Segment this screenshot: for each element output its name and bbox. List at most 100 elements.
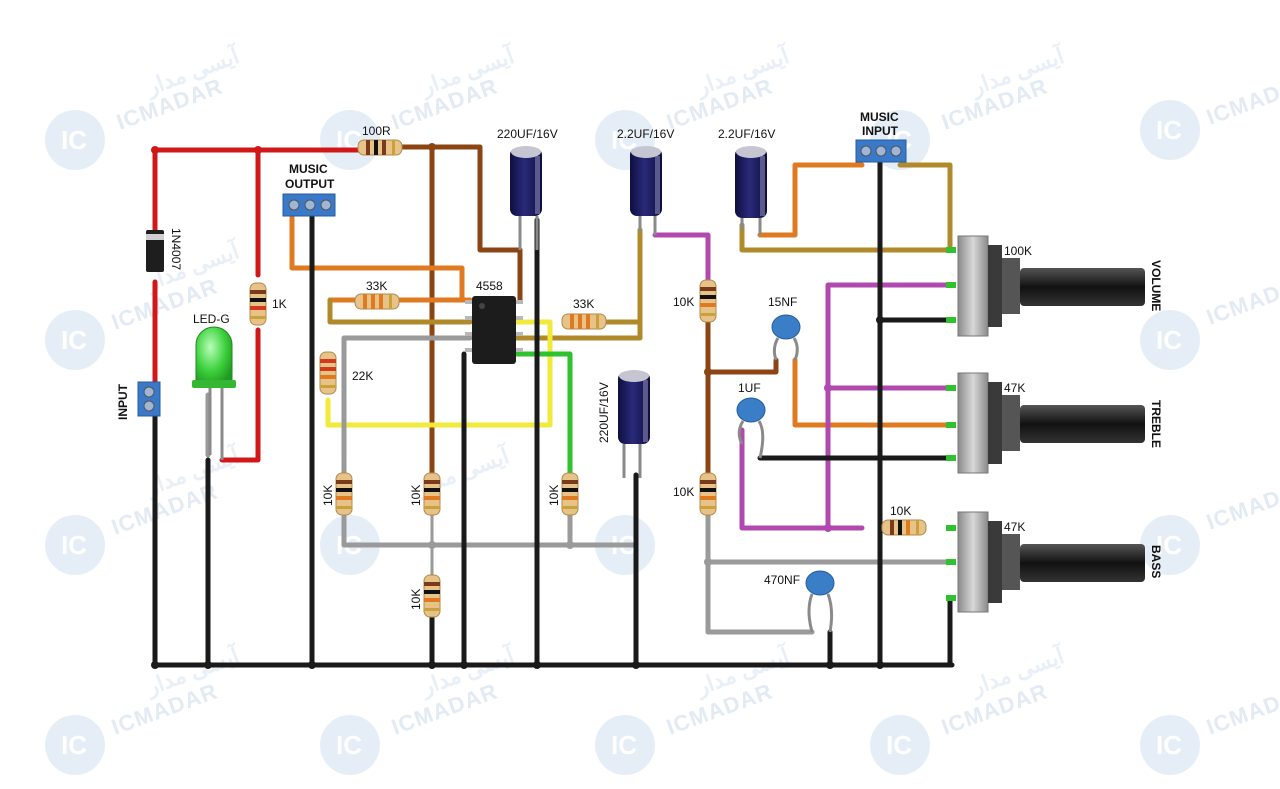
resistor-10k-a-label: 10K (673, 295, 694, 309)
pot-treble-value: 47K (1004, 381, 1025, 395)
music-input-label-1: MUSIC (860, 110, 899, 124)
music-output-label-2: OUTPUT (285, 177, 335, 191)
watermark-text: ICMADAR (1203, 68, 1280, 129)
ic-4558: 4558 (465, 279, 523, 364)
watermark-logo-text: IC (1156, 530, 1182, 560)
resistor-22k: 22K (319, 351, 373, 395)
capacitor-15nf: 15NF (768, 295, 801, 361)
music-input-label-2: INPUT (862, 124, 899, 138)
resistor-1k-label: 1K (272, 297, 287, 311)
watermark-logo-text: IC (1156, 730, 1182, 760)
resistor-33k-a: 33K (354, 279, 400, 310)
resistor-33k-a-label: 33K (366, 279, 387, 293)
resistor-10k-b-label: 10K (321, 485, 335, 506)
wire-gray (705, 509, 815, 635)
input-label: INPUT (116, 383, 130, 420)
junctions (151, 143, 884, 669)
resistor-33k-b: 33K (561, 297, 607, 330)
watermark-logo: IC (45, 310, 105, 370)
pot-volume-value: 100K (1004, 244, 1032, 258)
wire-purple (739, 427, 865, 531)
wire-purple (825, 282, 953, 531)
watermark-logo: IC (320, 715, 380, 775)
wire-gray (341, 472, 639, 548)
potentiometer-treble: 47K TREBLE (957, 372, 1163, 474)
capacitor-220uf-top: 220UF/16V (497, 127, 558, 250)
wire-brown (397, 144, 523, 253)
capacitor-2-2uf-1: 2.2UF/16V (617, 127, 674, 235)
capacitor-2-2uf-1-label: 2.2UF/16V (617, 127, 674, 141)
watermark-logo: IC (45, 110, 105, 170)
capacitor-1uf: 1UF (736, 381, 766, 459)
input-terminal: INPUT (116, 381, 161, 420)
pot-bass-value: 47K (1004, 520, 1025, 534)
capacitor-220uf-bottom-label: 220UF/16V (597, 382, 611, 443)
watermark-text: ICMADAR (1203, 678, 1280, 739)
capacitor-1uf-label: 1UF (738, 381, 761, 395)
watermark-logo: IC (595, 715, 655, 775)
pot-volume-name: VOLUME (1149, 260, 1163, 311)
potentiometer-bass: 47K BASS (957, 511, 1163, 613)
watermark-logo: IC (45, 715, 105, 775)
wire-purple (652, 232, 711, 283)
diode-label: 1N4007 (169, 228, 183, 270)
capacitor-15nf-label: 15NF (768, 295, 797, 309)
led-green: LED-G (192, 312, 236, 460)
resistor-10k-b: 10K (321, 472, 353, 516)
watermark-logo: IC (1140, 715, 1200, 775)
potentiometer-volume: 100K VOLUME (957, 235, 1163, 337)
music-input-terminal: MUSIC INPUT (855, 110, 907, 163)
resistor-10k-c-label: 10K (409, 485, 423, 506)
watermark-logo: IC (1140, 515, 1200, 575)
music-output-terminal: MUSIC OUTPUT (282, 162, 336, 217)
wire-olive (897, 162, 953, 253)
resistor-10k-d-label: 10K (547, 485, 561, 506)
capacitor-220uf-bottom: 220UF/16V (597, 370, 650, 478)
wire-brown (705, 357, 779, 375)
resistor-10k-g-label: 10K (890, 504, 911, 518)
ic-label: 4558 (476, 279, 503, 293)
resistor-33k-b-label: 33K (573, 297, 594, 311)
wire-orange (792, 357, 953, 428)
capacitor-470nf-label: 470NF (764, 573, 800, 587)
watermark-logo: IC (45, 515, 105, 575)
diode-1n4007: 1N4007 (146, 228, 183, 272)
wire-olive (512, 227, 643, 341)
watermark-logo-text: IC (1156, 115, 1182, 145)
watermark-text: ICMADAR (1203, 268, 1280, 329)
resistor-10k-a: 10K (673, 279, 717, 323)
watermark-logo-text: IC (1156, 325, 1182, 355)
resistor-100r-label: 100R (362, 124, 391, 138)
resistor-22k-label: 22K (352, 369, 373, 383)
watermark-logo-text: IC (611, 730, 637, 760)
resistor-10k-d: 10K (547, 472, 579, 516)
wire-green (512, 351, 573, 478)
watermark-logo-text: IC (61, 730, 87, 760)
wires (152, 144, 955, 668)
resistor-10k-f-label: 10K (673, 485, 694, 499)
wire-gray (341, 335, 473, 478)
resistor-10k-e-label: 10K (409, 589, 423, 610)
capacitor-470nf: 470NF (764, 570, 835, 633)
resistor-10k-f: 10K (673, 472, 717, 516)
capacitor-2-2uf-2: 2.2UF/16V (718, 127, 775, 235)
wire-olive (327, 297, 473, 325)
watermark-logo: IC (1140, 310, 1200, 370)
music-output-label-1: MUSIC (289, 162, 328, 176)
watermark-logo-text: IC (886, 730, 912, 760)
watermark-logo: IC (870, 715, 930, 775)
resistor-10k-g: 10K (881, 504, 927, 536)
wire-orange (757, 162, 865, 238)
watermark-logo-text: IC (61, 125, 87, 155)
pot-bass-name: BASS (1149, 545, 1163, 578)
resistor-100r: 100R (357, 124, 403, 156)
watermark-logo-text: IC (336, 730, 362, 760)
pot-pins (946, 247, 956, 601)
wire-orange (289, 212, 465, 303)
led-label: LED-G (193, 312, 230, 326)
capacitor-2-2uf-2-label: 2.2UF/16V (718, 127, 775, 141)
watermark-logo-text: IC (61, 325, 87, 355)
resistor-1k: 1K (249, 282, 287, 326)
